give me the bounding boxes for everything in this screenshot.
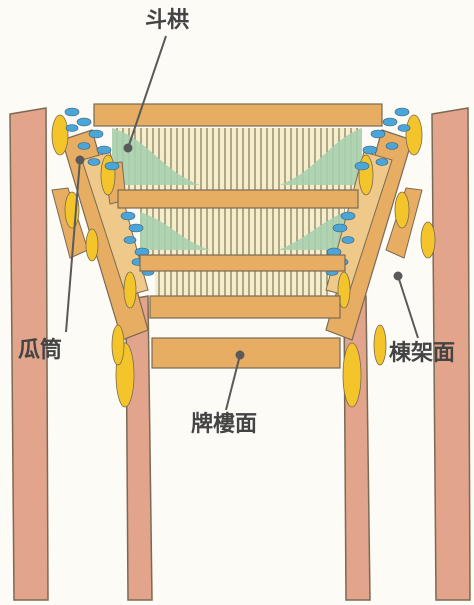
bracket-panel-upper xyxy=(112,128,362,190)
outer-pillar-left xyxy=(9,107,49,601)
beam-upper-middle xyxy=(117,189,359,209)
bracket-panel-lower xyxy=(140,208,345,298)
pointer-bottom xyxy=(225,354,241,411)
inner-pillar-right xyxy=(343,295,371,601)
pointer-top xyxy=(127,35,167,149)
outer-pillar-right xyxy=(431,107,471,601)
beam-bottom xyxy=(151,337,341,369)
pointer-right xyxy=(397,275,419,339)
pointer-lines xyxy=(65,35,419,411)
inner-pillar-left xyxy=(125,295,153,601)
label-dongjiamian: 棟架面 xyxy=(389,341,456,366)
pointer-left xyxy=(65,159,81,333)
beam-top xyxy=(93,103,383,127)
label-pailoumian: 牌樓面 xyxy=(191,412,258,437)
beam-middle xyxy=(139,254,346,272)
beam-lower xyxy=(149,295,341,319)
label-guatong: 瓜筒 xyxy=(18,338,63,363)
label-dougong: 斗栱 xyxy=(145,8,190,33)
